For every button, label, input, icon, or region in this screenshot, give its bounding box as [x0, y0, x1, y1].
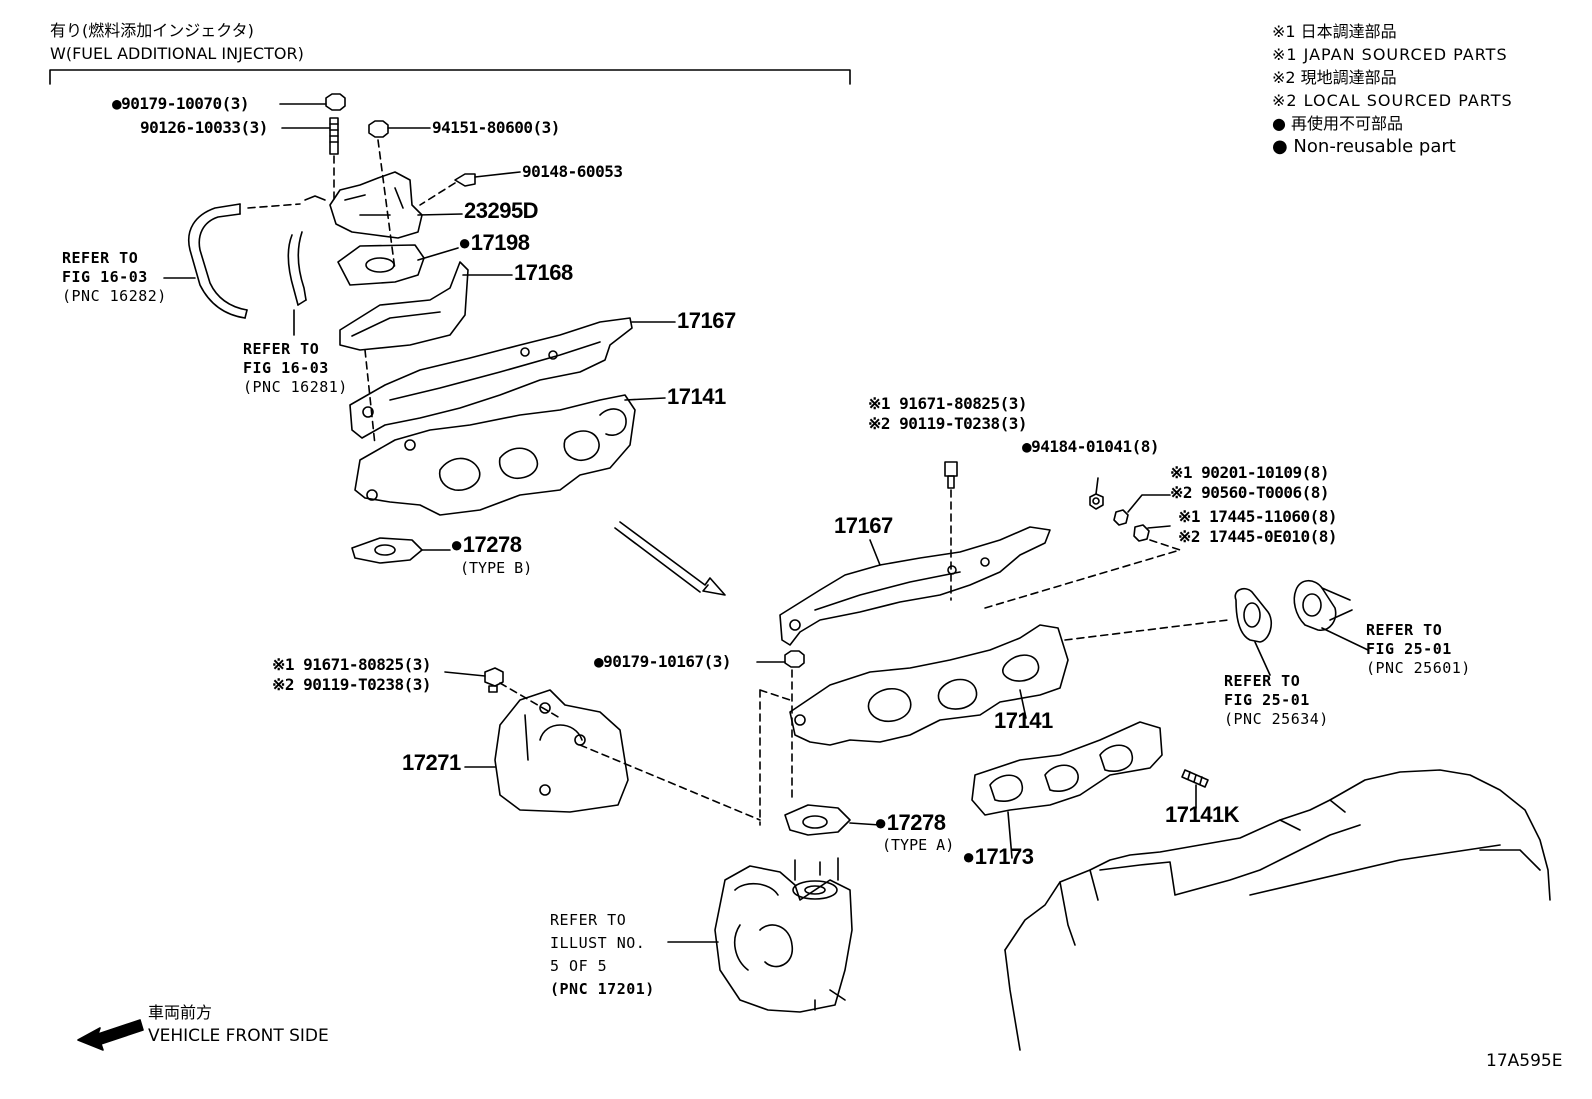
part-label-17198[interactable]: ●17198 [458, 230, 530, 255]
part-label-17445-1[interactable]: ※1 17445-11060(8) [1178, 507, 1338, 526]
front-label-jp: 車両前方 [148, 1003, 213, 1022]
bolt-90148-60053 [419, 171, 521, 206]
part-label-17141K[interactable]: 17141K [1165, 802, 1240, 827]
part-label-90148-60053[interactable]: 90148-60053 [522, 162, 623, 181]
part-label-91671-left[interactable]: ※1 91671-80825(3) [272, 655, 432, 674]
part-label-90119-left[interactable]: ※2 90119-T0238(3) [272, 675, 432, 694]
part-label-90179-10167[interactable]: ●90179-10167(3) [594, 652, 732, 671]
header-bracket [49, 69, 851, 85]
insulator-17167-top [349, 317, 676, 439]
bolt-91671-left [444, 667, 561, 719]
insulator-17167-bottom [779, 526, 1051, 646]
legend-nonreusable-jp: ● 再使用不可部品 [1272, 114, 1404, 133]
gasket-25634 [1234, 588, 1272, 676]
part-label-17167-bottom[interactable]: 17167 [834, 513, 893, 538]
part-label-17141-bottom[interactable]: 17141 [994, 708, 1053, 733]
part-label-17278-typeB[interactable]: ●17278 [450, 532, 522, 557]
ref-pnc-17201[interactable]: REFER TO ILLUST NO. 5 OF 5 (PNC 17201) [550, 911, 655, 998]
front-label-en: VEHICLE FRONT SIDE [148, 1026, 329, 1046]
part-label-17271[interactable]: 17271 [402, 750, 461, 775]
nut-94184 [1089, 477, 1104, 510]
header-line-2: W(FUEL ADDITIONAL INJECTOR) [50, 44, 304, 63]
part-label-90201[interactable]: ※1 90201-10109(8) [1170, 463, 1330, 482]
hose-16281 [287, 231, 307, 306]
part-label-94151-80600[interactable]: 94151-80600(3) [432, 118, 560, 137]
part-type-17278-A: (TYPE A) [882, 836, 955, 854]
nut-90179-10070 [279, 93, 346, 111]
bolt-91671-top [944, 461, 958, 601]
stud-17141K [1181, 769, 1209, 809]
insulator-17271 [464, 689, 761, 821]
injector-23295D [304, 171, 463, 239]
nut-90179-10167 [756, 650, 805, 826]
ref-pnc-16281[interactable]: REFER TO FIG 16-03 (PNC 16281) [243, 340, 348, 396]
legend-local-en: ※2 LOCAL SOURCED PARTS [1272, 91, 1513, 110]
part-label-90179-10070[interactable]: ●90179-10070(3) [112, 94, 250, 113]
ref-pnc-25601[interactable]: REFER TO FIG 25-01 (PNC 25601) [1366, 621, 1471, 677]
part-label-90560[interactable]: ※2 90560-T0006(8) [1170, 483, 1330, 502]
part-label-17173[interactable]: ●17173 [962, 844, 1034, 869]
part-label-17278-typeA[interactable]: ●17278 [874, 810, 946, 835]
header-line-1: 有り(燃料添加インジェクタ) [50, 21, 254, 40]
part-label-17445-2[interactable]: ※2 17445-0E010(8) [1178, 527, 1338, 546]
part-label-17141-top[interactable]: 17141 [667, 384, 726, 409]
part-label-90119-top[interactable]: ※2 90119-T0238(3) [868, 414, 1028, 433]
gasket-17198 [337, 244, 459, 286]
part-label-23295D[interactable]: 23295D [464, 198, 539, 223]
part-type-17278-B: (TYPE B) [460, 559, 533, 577]
ref-pnc-25634[interactable]: REFER TO FIG 25-01 (PNC 25634) [1224, 672, 1329, 728]
gasket-25601 [1293, 579, 1369, 651]
engine-block-outline [1004, 769, 1551, 1051]
hose-16282 [188, 203, 301, 319]
nut-17445 [984, 524, 1181, 609]
figure-id: 17A595E [1486, 1051, 1563, 1071]
nut-94151-80600 [368, 120, 431, 271]
turbocharger-17201 [667, 857, 853, 1013]
manifold-17141-bottom [789, 619, 1229, 746]
part-label-17167-top[interactable]: 17167 [677, 308, 736, 333]
legend: ※1 日本調達部品 ※1 JAPAN SOURCED PARTS ※2 現地調達… [1272, 20, 1513, 158]
ref-pnc-16282[interactable]: REFER TO FIG 16-03 (PNC 16282) [62, 249, 167, 305]
gasket-17173 [971, 721, 1163, 859]
front-arrow [77, 1019, 144, 1051]
part-label-90126-10033[interactable]: 90126-10033(3) [140, 118, 268, 137]
manifold-17141-top [354, 349, 666, 516]
part-label-91671-top[interactable]: ※1 91671-80825(3) [868, 394, 1028, 413]
part-label-17168[interactable]: 17168 [514, 260, 573, 285]
washer-90201 [1113, 494, 1171, 526]
stud-90126-10033 [281, 117, 339, 201]
legend-japan-jp: ※1 日本調達部品 [1272, 22, 1397, 41]
legend-nonreusable-en: ● Non-reusable part [1272, 136, 1456, 157]
direction-arrow [614, 521, 726, 596]
legend-local-jp: ※2 現地調達部品 [1272, 68, 1397, 87]
insulator-17168 [339, 261, 513, 351]
legend-japan-en: ※1 JAPAN SOURCED PARTS [1272, 45, 1508, 64]
part-label-94184[interactable]: ●94184-01041(8) [1022, 437, 1160, 456]
gasket-17278-typeA [784, 804, 881, 836]
gasket-17278-typeB [351, 537, 451, 564]
